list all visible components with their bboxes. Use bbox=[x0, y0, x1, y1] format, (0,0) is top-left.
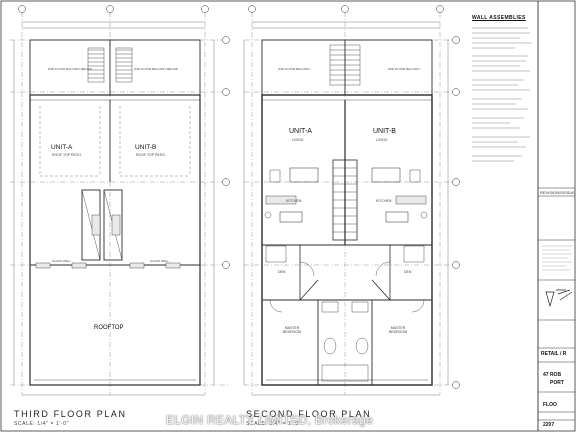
second-master-bedroom-b: MASTER BEDROOM bbox=[388, 326, 408, 334]
second-floor-plan-title: SECOND FLOOR PLAN bbox=[246, 409, 372, 419]
project-number: 2207 bbox=[543, 422, 555, 428]
second-living-a: LIVING bbox=[292, 138, 304, 142]
third-roof-patio-b: ROOF TOP PATIO bbox=[136, 153, 166, 157]
second-balcony-b: 2ND FLOOR BALCONY bbox=[388, 67, 421, 71]
third-balcony-a: 2ND FLOOR BALCONY BELOW bbox=[48, 67, 92, 71]
third-floor-plan-scale: SCALE: 1/4" = 1'-0" bbox=[14, 421, 69, 427]
revisions-label: REVISIONS/ISSUE bbox=[540, 190, 575, 195]
third-unit-a-label: UNIT-A bbox=[51, 144, 73, 151]
title-block bbox=[537, 1, 575, 431]
third-glass-wall-b: GLASS WALL bbox=[150, 259, 169, 263]
third-roof-patio-a: ROOF TOP PATIO bbox=[52, 153, 82, 157]
third-glass-wall-a: GLASS WALL bbox=[52, 259, 71, 263]
second-den-a: DEN bbox=[278, 270, 286, 274]
wall-assemblies-title: WALL ASSEMBLIES bbox=[472, 15, 526, 21]
third-balcony-b: 2ND FLOOR BALCONY BELOW bbox=[134, 67, 178, 71]
second-kitchen-b: KITCHEN bbox=[376, 199, 392, 203]
second-floor-plan bbox=[243, 12, 460, 396]
second-floor-plan-scale: SCALE: 1/4" = 1'-0" bbox=[246, 421, 301, 427]
brokerage-watermark: ELGIN REALTY LIMITED, Brokerage bbox=[166, 413, 373, 427]
project-address-line-1: 47 ROB bbox=[543, 372, 562, 378]
second-den-b: DEN bbox=[404, 270, 412, 274]
drawing-name: FLOO bbox=[543, 402, 557, 408]
second-unit-a-label: UNIT-A bbox=[289, 128, 312, 135]
third-floor-plan-title: THIRD FLOOR PLAN bbox=[14, 409, 127, 419]
third-rooftop-label: ROOFTOP bbox=[94, 325, 124, 331]
third-unit-b-label: UNIT-B bbox=[135, 144, 157, 151]
second-balcony-a: 2ND FLOOR BALCONY bbox=[278, 67, 311, 71]
second-living-b: LIVING bbox=[376, 138, 388, 142]
project-address-line-2: PORT bbox=[550, 380, 564, 386]
architect-logo-mark bbox=[545, 289, 573, 308]
third-floor-plan bbox=[10, 12, 230, 396]
wall-assemblies-notes bbox=[472, 27, 532, 162]
second-kitchen-a: KITCHEN bbox=[286, 199, 302, 203]
second-master-bedroom-a: MASTER BEDROOM bbox=[282, 326, 302, 334]
project-name: RETAIL / R bbox=[541, 351, 567, 357]
second-unit-b-label: UNIT-B bbox=[373, 128, 396, 135]
